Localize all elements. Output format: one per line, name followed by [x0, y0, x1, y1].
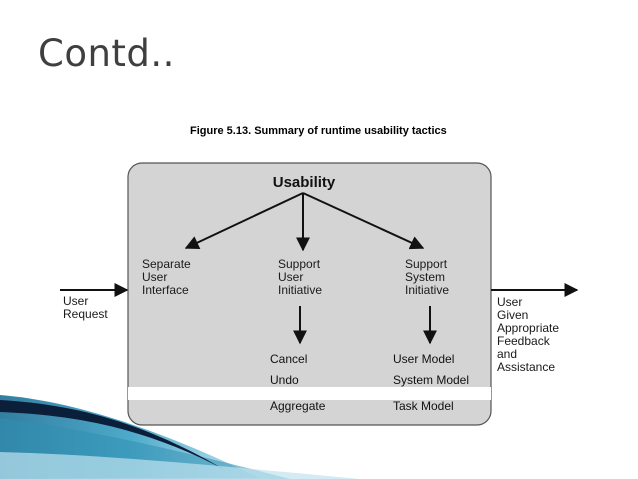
category-line: Initiative [278, 283, 322, 297]
white-band [128, 387, 491, 400]
arrow-root-left [184, 192, 304, 249]
slide-title: Contd.. [38, 32, 175, 75]
category-line: User [278, 270, 303, 284]
output-label-line: User [497, 295, 522, 309]
output-label-line: Appropriate [497, 321, 559, 335]
output-label-line: and [497, 347, 517, 361]
category-line: Initiative [405, 283, 449, 297]
category-support-user-initiative: Support User Initiative [278, 257, 323, 297]
root-label: Usability [273, 174, 336, 191]
tactic-task-model: Task Model [393, 399, 454, 413]
tactic-undo: Undo [270, 373, 299, 387]
category-line: Separate [142, 257, 191, 271]
category-line: Interface [142, 283, 189, 297]
input-label-line: User [63, 294, 88, 308]
category-line: User [142, 270, 167, 284]
figure-caption: Figure 5.13. Summary of runtime usabilit… [190, 125, 447, 137]
output-label: User Given Appropriate Feedback and Assi… [497, 295, 562, 374]
output-label-line: Feedback [497, 334, 551, 348]
category-line: Support [278, 257, 321, 271]
tactic-system-model: System Model [393, 373, 469, 387]
tactic-aggregate: Aggregate [270, 399, 326, 413]
input-label: User Request [63, 294, 108, 321]
input-label-line: Request [63, 307, 108, 321]
tactic-cancel: Cancel [270, 352, 307, 366]
category-separate-user-interface: Separate User Interface [142, 257, 194, 297]
category-line: System [405, 270, 445, 284]
output-label-line: Given [497, 308, 528, 322]
output-label-line: Assistance [497, 360, 555, 374]
category-line: Support [405, 257, 448, 271]
decorative-swoosh [0, 395, 360, 479]
tactic-user-model: User Model [393, 352, 454, 366]
arrow-root-right [302, 192, 425, 250]
category-support-system-initiative: Support System Initiative [405, 257, 450, 297]
